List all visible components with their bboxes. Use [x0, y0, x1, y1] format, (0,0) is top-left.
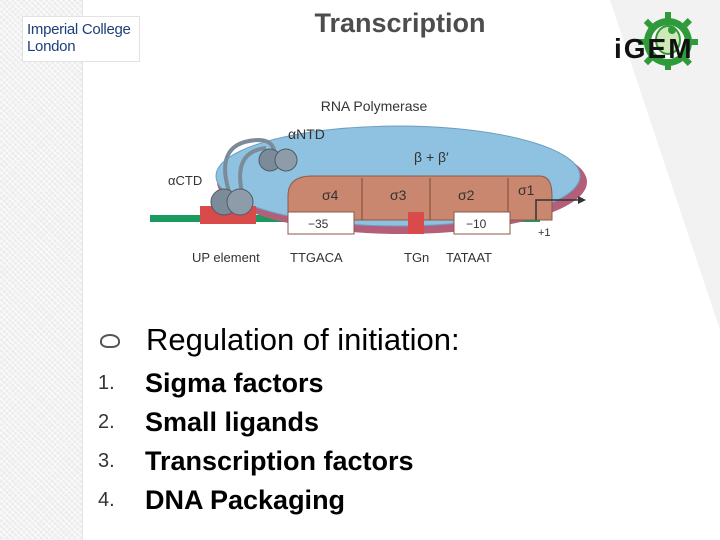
rna-polymerase-diagram: RNA Polymerase αNTD αCTD β + β′ σ4 σ3 σ2…: [150, 98, 587, 265]
igem-logo-text: iGEM: [614, 33, 694, 64]
minus10-box: [453, 211, 511, 235]
sidebar-divider: [82, 0, 83, 540]
list-item: 4. DNA Packaging: [98, 481, 414, 520]
list-number: 4.: [98, 489, 115, 511]
label-tgn: TGn: [404, 250, 429, 265]
list-item-text: DNA Packaging: [145, 485, 346, 515]
alpha-ctd-subunit: [226, 188, 254, 216]
label-beta: β + β′: [414, 149, 449, 165]
logo-text-line2: London: [27, 38, 76, 55]
label-ttgaca: TTGACA: [290, 250, 343, 265]
list-item-text: Small ligands: [145, 407, 320, 437]
page-title: Transcription: [300, 8, 500, 39]
diagram-caption: RNA Polymerase: [321, 98, 428, 114]
list-item: 2. Small ligands: [98, 403, 414, 442]
minus35-box: [287, 211, 355, 235]
list-number: 3.: [98, 450, 115, 472]
imperial-college-logo: Imperial College London: [22, 16, 140, 62]
sidebar-pattern: [0, 0, 82, 540]
label-alpha-ntd: αNTD: [288, 126, 325, 142]
label-sigma2: σ2: [458, 187, 475, 203]
igem-logo: iGEM: [614, 12, 698, 70]
label-minus35: −35: [308, 217, 329, 231]
label-tataat: TATAAT: [446, 250, 492, 265]
page-title-text: Transcription: [314, 8, 486, 38]
list-item-text: Transcription factors: [145, 446, 414, 476]
list-item: 1. Sigma factors: [98, 364, 414, 403]
label-sigma1: σ1: [518, 182, 535, 198]
section-heading: Regulation of initiation:: [100, 322, 460, 358]
label-sigma4: σ4: [322, 187, 339, 203]
label-alpha-ctd: αCTD: [168, 173, 202, 188]
list-number: 2.: [98, 411, 115, 433]
label-plus1: +1: [538, 227, 551, 239]
sigma-factor: [287, 175, 553, 221]
tgn-box: [408, 212, 424, 234]
gear-icon: [638, 12, 698, 70]
logo-text-line1: Imperial College: [27, 21, 131, 38]
list-item: 3. Transcription factors: [98, 442, 414, 481]
list-number: 1.: [98, 372, 115, 394]
start-arrow: [535, 199, 578, 220]
bullet-icon: [100, 334, 120, 348]
label-sigma3: σ3: [390, 187, 407, 203]
label-minus10: −10: [466, 217, 487, 231]
list-item-text: Sigma factors: [145, 368, 324, 398]
numbered-list: 1. Sigma factors 2. Small ligands 3. Tra…: [98, 364, 414, 520]
section-heading-text: Regulation of initiation:: [146, 322, 460, 357]
alpha-ntd-subunit: [274, 148, 298, 172]
label-up-element: UP element: [192, 250, 260, 265]
